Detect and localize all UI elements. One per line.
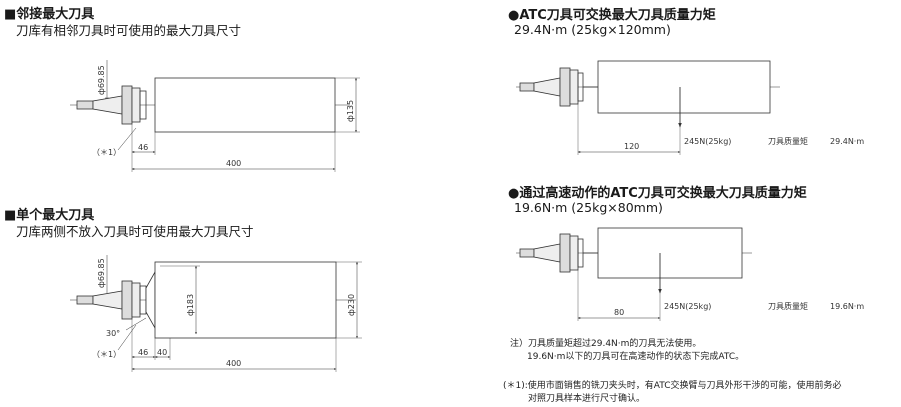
panel1-subtitle: 刀库有相邻刀具时可使用的最大刀具尺寸 [16,23,242,38]
panel2-taper [92,290,123,310]
panel1-title: ■邻接最大刀具 [4,7,95,22]
panel4-force: 245N(25kg) [664,302,711,311]
note-line-1: 注）刀具质量矩超过29.4N·m的刀具无法使用。 [510,339,702,349]
panel3-moment-label: 刀具质量矩 [768,136,808,146]
panel1-flange [121,85,133,125]
panel4-pull-stud [519,248,535,258]
panel2-flange [121,280,133,320]
panel1-dim-400: 400 [226,159,241,168]
panel2-dim-230: ф230 [347,294,356,316]
panel2-dim-shank: ф69.85 [97,258,106,288]
panel1-taper [92,95,123,115]
panel2-note-mark: （＊1） [92,350,121,359]
panel3-drawing [516,60,780,155]
panel4-drawing [516,227,752,321]
panel1-drawing [70,60,360,172]
panel4-taper [533,243,561,263]
panel3-subtitle: 29.4N·m (25kg×120mm) [514,22,671,37]
panel3-pull-stud [519,82,535,92]
panel2-dim-400: 400 [226,359,241,368]
footnote-line-2: 对照刀具样本进行尺寸确认。 [528,394,646,404]
panel3-dim: 120 [624,142,639,151]
panel2-dim-183: ф183 [186,294,195,316]
panel2-dim-46: 46 [138,348,148,357]
panel2-neck [145,270,156,330]
panel3-moment-value: 29.4N·m [830,137,864,146]
note-line-2: 19.6N·m以下的刀具可在高速动作的状态下完成ATC。 [527,352,745,362]
panel2-drawing [70,255,362,372]
panel2-tool-body [154,261,337,339]
panel4-moment-value: 19.6N·m [830,302,864,311]
panel4-tool-body [597,227,743,279]
panel3-force: 245N(25kg) [684,137,731,146]
panel2-pull-stud [76,295,94,305]
panel2-dim-30: 30° [106,329,120,338]
panel3-taper [533,77,561,97]
panel1-dim-shank: ф69.85 [97,65,106,95]
panel3-tool-body [597,60,771,114]
panel1-pull-stud [76,100,94,110]
panel2-dim-40: 40 [157,348,167,357]
panel3-title: ●ATC刀具可交换最大刀具质量力矩 [508,8,716,23]
panel2-title: ■单个最大刀具 [4,208,95,223]
panel1-note-mark: （＊1） [92,148,121,157]
panel1-dim-46: 46 [138,143,148,152]
panel4-subtitle: 19.6N·m (25kg×80mm) [514,200,663,215]
panel3-flange [559,67,571,107]
panel4-flange [559,233,571,273]
panel4-title: ●通过高速动作的ATC刀具可交换最大刀具质量力矩 [508,186,807,201]
panel2-subtitle: 刀库两侧不放入刀具时可使用最大刀具尺寸 [16,224,254,239]
panel1-tool-body [154,77,336,133]
panel4-dim: 80 [614,308,624,317]
footnote-line-1: (＊1):使用市面销售的铣刀夹头时，有ATC交换臂与刀具外形干涉的可能，使用前务… [503,381,842,391]
panel1-dim-dia: ф135 [346,100,355,122]
panel4-moment-label: 刀具质量矩 [768,301,808,311]
